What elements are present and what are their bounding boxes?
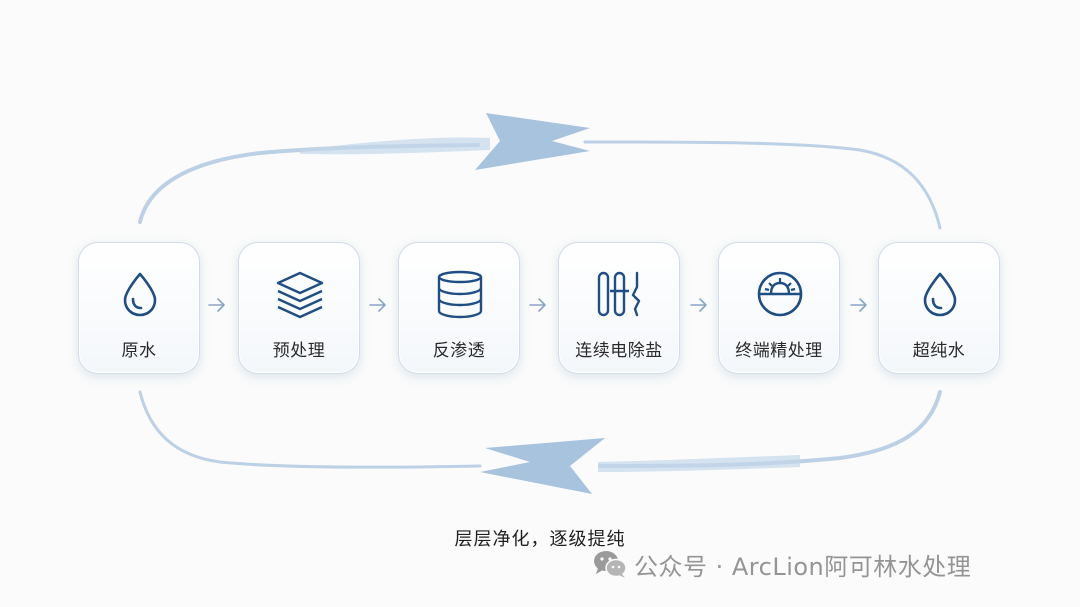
flow-arrow-icon [850, 298, 867, 312]
water-drop-icon [123, 272, 157, 317]
step-polishing: 终端精处理 [718, 242, 840, 374]
loop-top-arrowhead [475, 113, 590, 170]
step-label: 反渗透 [432, 341, 486, 361]
step-label: 终端精处理 [735, 341, 823, 361]
step-ultrapure-water: 超纯水 [878, 242, 1000, 374]
wechat-logo-icon [594, 551, 627, 578]
loop-bottom-left-curve [138, 390, 482, 469]
loop-bottom-brush [598, 455, 800, 472]
polishing-filter-icon [757, 271, 803, 317]
loop-bottom-arrowhead [480, 438, 605, 494]
watermark-text: 公众号 · ArcLion阿可林水处理 [634, 552, 972, 581]
step-reverse-osmosis: 反渗透 [398, 242, 520, 374]
step-label: 预处理 [272, 341, 326, 361]
diagram-caption: 层层净化，逐级提纯 [454, 529, 626, 550]
step-label: 原水 [121, 341, 157, 361]
step-edi: 连续电除盐 [558, 242, 680, 374]
flow-arrow-icon [690, 298, 707, 312]
flow-arrow-icon [208, 298, 225, 312]
step-raw-water: 原水 [78, 242, 200, 374]
step-label: 超纯水 [912, 341, 966, 361]
membrane-stack-icon [437, 270, 483, 319]
step-label: 连续电除盐 [575, 341, 663, 361]
layers-icon [276, 271, 324, 319]
flow-arrow-icon [529, 298, 546, 312]
electrode-icon [597, 271, 641, 317]
flow-arrow-icon [369, 298, 386, 312]
loop-top-left-curve [138, 143, 480, 224]
watermark: 公众号 · ArcLion阿可林水处理 [592, 546, 971, 582]
loop-top-right-curve [583, 140, 942, 230]
loop-top-brush [300, 137, 490, 155]
loop-bottom-right-curve [598, 390, 942, 468]
step-pretreatment: 预处理 [238, 242, 360, 374]
water-drop-icon [923, 272, 957, 317]
